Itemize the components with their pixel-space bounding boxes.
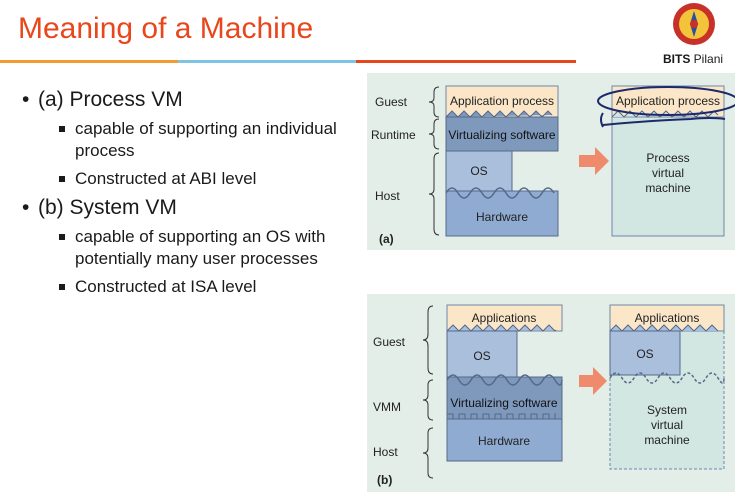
vmm-waves — [446, 374, 563, 386]
label-vmm: VMM — [373, 400, 401, 414]
process-vm-line1: Process — [646, 151, 689, 165]
hardware-label: Hardware — [476, 210, 528, 224]
annotation-circle — [597, 86, 735, 116]
bullet-list: (a) Process VM capable of supporting an … — [22, 88, 352, 304]
figure-tag-b: (b) — [377, 473, 392, 487]
system-vm-os-label: OS — [636, 347, 653, 361]
virtualizing-label: Virtualizing software — [450, 396, 557, 410]
system-vm-apps-label: Applications — [635, 311, 700, 325]
process-vm-app-label: Application process — [616, 94, 720, 108]
virtualizing-label: Virtualizing software — [448, 128, 555, 142]
brace-host — [428, 152, 440, 236]
app-process-label: Application process — [450, 94, 554, 108]
applications-label: Applications — [472, 311, 537, 325]
title-rule-red — [356, 60, 576, 63]
logo-caption: BITS Pilani — [663, 52, 724, 66]
label-guest: Guest — [375, 95, 408, 109]
guest-os-box — [446, 330, 518, 378]
process-vm-line3: machine — [645, 181, 691, 195]
figure-process-vm: Guest Runtime Host Application process V… — [367, 73, 735, 250]
hardware-waves — [445, 187, 555, 199]
sub-bullet: capable of supporting an individual proc… — [58, 118, 352, 162]
brace-runtime — [428, 118, 440, 150]
brace-host — [422, 427, 434, 479]
label-runtime: Runtime — [371, 128, 416, 142]
sub-bullet: Constructed at ISA level — [58, 276, 352, 298]
system-vm-line3: machine — [644, 433, 690, 447]
title-rule-orange — [0, 60, 178, 63]
sub-bullet: Constructed at ABI level — [58, 168, 352, 190]
vmm-box — [446, 376, 563, 420]
title-rule-blue — [178, 60, 356, 63]
os-label: OS — [470, 164, 487, 178]
bullet-system-vm: (b) System VM — [22, 196, 352, 220]
system-vm-waves — [609, 372, 725, 384]
system-vm-line2: virtual — [651, 418, 683, 432]
label-host: Host — [373, 445, 398, 459]
sub-bullet: capable of supporting an OS with potenti… — [58, 226, 352, 270]
label-host: Host — [375, 189, 400, 203]
brace-guest — [428, 86, 440, 118]
slide-title: Meaning of a Machine — [18, 12, 314, 45]
system-vm-line1: System — [647, 403, 687, 417]
bits-pilani-logo — [673, 3, 715, 45]
annotation-hook — [600, 112, 604, 128]
brace-guest — [422, 305, 434, 375]
hardware-label: Hardware — [478, 434, 530, 448]
system-vm-os-box — [609, 330, 681, 376]
app-process-teeth — [445, 110, 553, 118]
figure-system-vm: Guest VMM Host Applications OS Virtualiz… — [367, 294, 735, 492]
transform-arrow — [579, 147, 609, 175]
os-box — [445, 150, 513, 192]
annotation-underline — [602, 117, 726, 126]
bullet-process-vm: (a) Process VM — [22, 88, 352, 112]
guest-os-label: OS — [473, 349, 490, 363]
figure-tag-a: (a) — [379, 232, 394, 246]
transform-arrow — [579, 367, 607, 395]
virtualizing-box — [445, 116, 559, 152]
label-guest: Guest — [373, 335, 406, 349]
system-vm-teeth — [609, 324, 719, 332]
hardware-box — [446, 418, 563, 462]
applications-teeth — [446, 324, 557, 332]
brace-vmm — [422, 379, 434, 421]
process-vm-line2: virtual — [652, 166, 684, 180]
